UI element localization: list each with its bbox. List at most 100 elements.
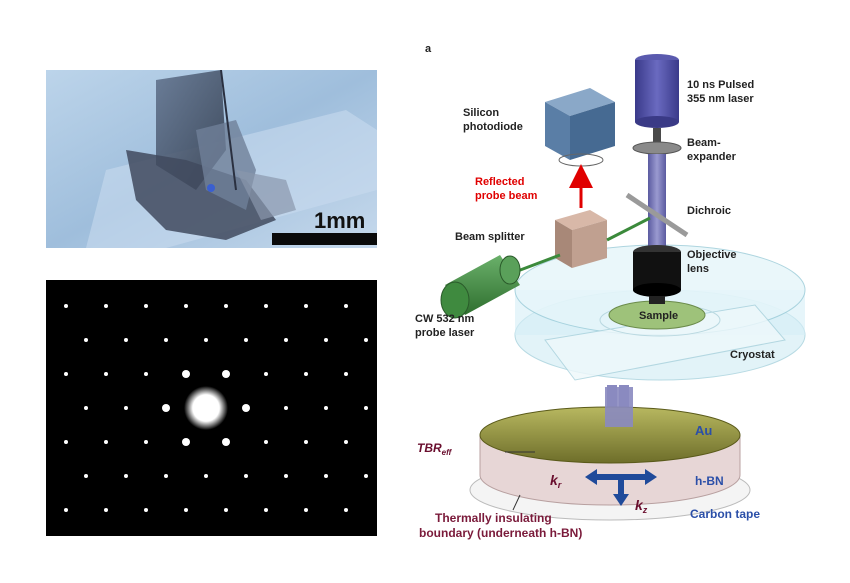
boundary-pointer [512,494,521,511]
diffraction-spot [222,438,230,446]
diffraction-pattern [46,280,377,536]
label-reflected-1: Reflected [475,176,525,188]
uv-beam [648,154,666,264]
diffraction-spot [364,338,368,342]
diffraction-spot [164,338,168,342]
label-cryostat: Cryostat [730,349,775,361]
label-objective-1: Objective [687,249,737,261]
diffraction-spot [224,304,228,308]
diffraction-spot [344,304,348,308]
diffraction-spot [304,440,308,444]
label-reflected-2: probe beam [475,190,538,202]
diffraction-spot [64,508,68,512]
label-beam-expander-2: expander [687,151,737,163]
diffraction-spot [104,304,108,308]
diffraction-spot [124,406,128,410]
diffraction-spot [104,372,108,376]
diffraction-spot [364,406,368,410]
label-probe-laser-2: probe laser [415,327,475,339]
central-beam-spot [184,386,228,430]
label-dichroic: Dichroic [687,205,731,217]
diffraction-spot [164,474,168,478]
label-kz-sub: z [642,505,648,515]
diffraction-spot [144,440,148,444]
diffraction-spot [64,440,68,444]
diffraction-spot [124,474,128,478]
diffraction-spot [204,474,208,478]
scale-bar-label: 1mm [314,208,366,233]
label-boundary-1: Thermally insulating [435,511,552,525]
diffraction-spot [182,370,190,378]
diffraction-spot [162,404,170,412]
diffraction-spot [184,508,188,512]
label-sample: Sample [639,310,678,322]
diffraction-spot [364,474,368,478]
label-probe-laser-1: CW 532 nm [415,313,475,325]
label-beam-splitter: Beam splitter [455,231,525,243]
label-kr: kr [550,472,562,490]
objective-lens [633,245,681,304]
diffraction-spot [104,508,108,512]
diffraction-spot [304,508,308,512]
diffraction-spot [304,304,308,308]
label-photodiode-2: photodiode [463,121,523,133]
green-beam-to-splitter [514,253,561,274]
setup-diagram-svg: a [415,43,806,540]
diffraction-spot [84,406,88,410]
panel-letter: a [425,43,432,55]
sample-stack [469,387,751,521]
diffraction-spot [242,404,250,412]
diffraction-spot [264,304,268,308]
label-kz-main: k [635,497,644,513]
label-kr-sub: r [558,480,562,490]
beam-splitter [555,210,607,268]
pulsed-laser [635,54,679,142]
diffraction-spot [264,372,268,376]
label-tbr-main: TBR [417,441,442,455]
diffraction-spot [344,508,348,512]
setup-diagram: a [395,40,825,560]
diffraction-spot [222,370,230,378]
diffraction-spot [244,474,248,478]
crystal-photo-image [46,70,377,248]
diffraction-spot [124,338,128,342]
label-carbon-tape: Carbon tape [690,507,760,521]
diffraction-spot [64,372,68,376]
label-kr-main: k [550,472,559,488]
label-hbn: h-BN [695,474,724,488]
diffraction-spot [144,304,148,308]
diffraction-spot [344,440,348,444]
label-beam-expander-1: Beam- [687,137,721,149]
silicon-photodiode [545,88,615,167]
beam-expander [632,141,682,155]
label-kz: kz [635,497,648,515]
diffraction-spot [182,438,190,446]
label-laser-1: 10 ns Pulsed [687,79,754,91]
diffraction-spot [264,440,268,444]
diffraction-spot [244,338,248,342]
label-photodiode-1: Silicon [463,107,499,119]
diffraction-spot [344,372,348,376]
diffraction-spot [324,338,328,342]
diffraction-spot [284,474,288,478]
diffraction-pattern-image [46,280,377,536]
label-boundary-2: boundary (underneath h-BN) [419,526,582,540]
diffraction-spot [284,338,288,342]
heat-flow-arrows [585,469,657,506]
label-objective-2: lens [687,263,709,275]
diffraction-spot [324,406,328,410]
crystal-photo: 1mm [46,70,377,248]
dichroic-mirror [625,192,689,238]
label-tbr-sub: eff [442,448,453,457]
diffraction-spot [264,508,268,512]
diffraction-spot [144,508,148,512]
scale-bar [272,233,377,245]
diffraction-spot [64,304,68,308]
diffraction-spot [144,372,148,376]
diffraction-spot [84,338,88,342]
label-laser-2: 355 nm laser [687,93,754,105]
diffraction-spot [304,372,308,376]
diffraction-spot [224,508,228,512]
diffraction-spot [84,474,88,478]
probe-laser [440,255,521,319]
